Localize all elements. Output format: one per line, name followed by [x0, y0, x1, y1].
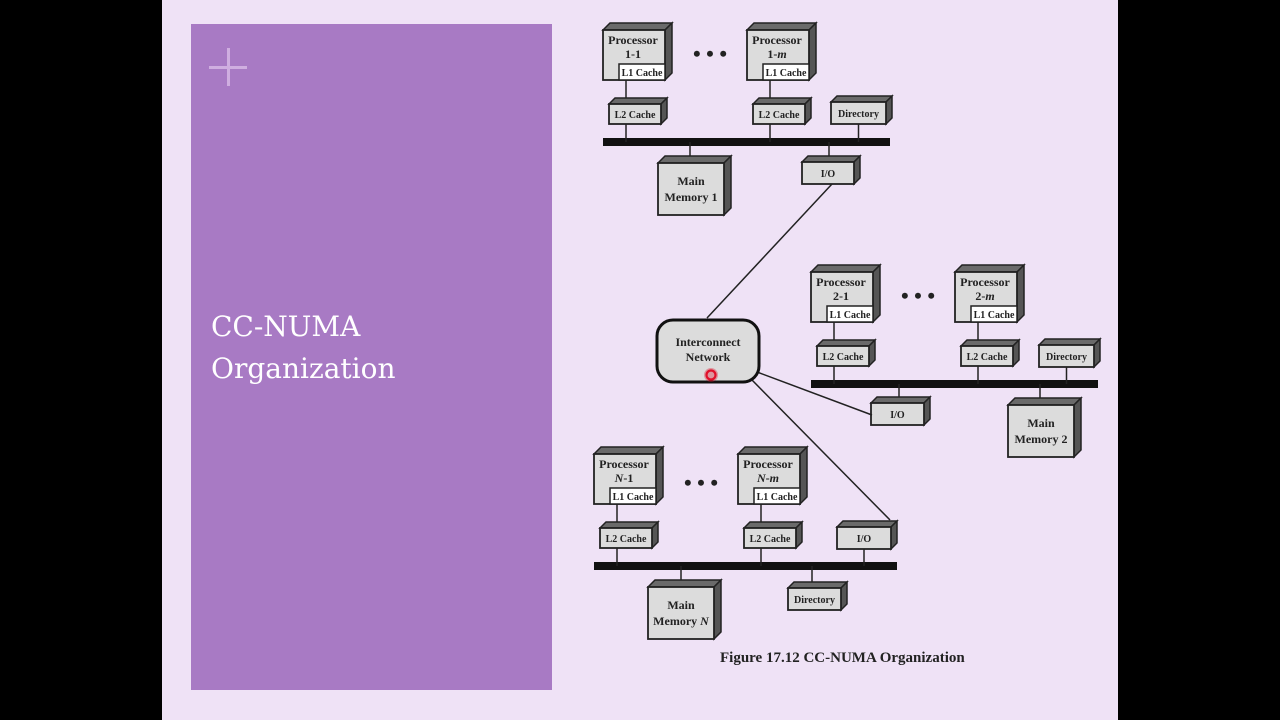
- l1-cache-box: [753, 487, 801, 505]
- l1-cache-box: [970, 305, 1018, 323]
- main-memory-box: [646, 578, 723, 641]
- interconnect-label-1: Interconnect: [675, 335, 740, 349]
- directory-box: [786, 580, 849, 612]
- slide-title: CC-NUMA Organization: [211, 306, 396, 390]
- processor-number: 2-m: [975, 289, 994, 303]
- l1-cache-label: L1 Cache: [830, 310, 871, 321]
- ellipsis: • • •: [684, 470, 718, 495]
- directory-label: Directory: [794, 595, 835, 606]
- interconnect-label-2: Network: [686, 350, 731, 364]
- title-panel: CC-NUMA Organization: [191, 24, 552, 690]
- processor-number: 2-1: [833, 289, 849, 303]
- l2-cache-box: [959, 338, 1021, 368]
- l2-cache-box: [598, 520, 660, 550]
- processor-label: Processor: [599, 457, 649, 471]
- l2-cache-label: L2 Cache: [823, 352, 864, 363]
- system-bus: [594, 562, 897, 570]
- l1-cache-label: L1 Cache: [757, 492, 798, 503]
- ellipsis: • • •: [693, 41, 727, 66]
- l1-cache-label: L1 Cache: [974, 310, 1015, 321]
- io-box: [835, 519, 899, 551]
- directory-label: Directory: [838, 109, 879, 120]
- l1-cache-label: L1 Cache: [613, 492, 654, 503]
- main-memory-number: Memory 2: [1015, 432, 1068, 446]
- processor-label: Processor: [743, 457, 793, 471]
- processor-box: [601, 21, 674, 82]
- main-memory-box: [1006, 396, 1083, 459]
- link-interconnect-node2: [756, 371, 873, 416]
- l2-cache-label: L2 Cache: [967, 352, 1008, 363]
- l1-cache-box: [762, 63, 810, 81]
- processor-number: N-1: [614, 471, 634, 485]
- directory-label: Directory: [1046, 352, 1087, 363]
- l2-cache-label: L2 Cache: [759, 110, 800, 121]
- laser-pointer-cursor: [704, 368, 718, 382]
- l2-cache-label: L2 Cache: [615, 110, 656, 121]
- l2-cache-box: [751, 96, 813, 126]
- processor-number: 1-1: [625, 47, 641, 61]
- main-memory-number: Memory 1: [665, 190, 718, 204]
- l2-cache-label: L2 Cache: [750, 534, 791, 545]
- main-memory-label: Main: [667, 598, 695, 612]
- l1-cache-box: [609, 487, 657, 505]
- processor-label: Processor: [960, 275, 1010, 289]
- l1-cache-box: [826, 305, 874, 323]
- io-box: [869, 395, 932, 427]
- ellipsis: • • •: [901, 283, 935, 308]
- system-bus: [603, 138, 890, 146]
- processor-label: Processor: [816, 275, 866, 289]
- directory-box: [1037, 337, 1102, 369]
- processor-label: Processor: [608, 33, 658, 47]
- slide-title-line-2: Organization: [211, 352, 396, 385]
- io-label: I/O: [857, 534, 872, 545]
- l2-cache-label: L2 Cache: [606, 534, 647, 545]
- l2-cache-box: [742, 520, 804, 550]
- link-interconnect-node1: [706, 183, 833, 319]
- l2-cache-box: [607, 96, 669, 126]
- processor-label: Processor: [752, 33, 802, 47]
- processor-number: N-m: [756, 471, 779, 485]
- io-label: I/O: [890, 410, 905, 421]
- io-box: [800, 154, 862, 186]
- main-memory-label: Main: [1027, 416, 1055, 430]
- processor-number: 1-m: [767, 47, 786, 61]
- main-memory-label: Main: [677, 174, 705, 188]
- system-bus: [811, 380, 1098, 388]
- directory-box: [829, 94, 894, 126]
- l2-cache-box: [815, 338, 877, 368]
- plus-icon: [209, 48, 247, 86]
- figure-caption: Figure 17.12 CC-NUMA Organization: [720, 650, 965, 666]
- l1-cache-box: [618, 63, 666, 81]
- io-label: I/O: [821, 169, 836, 180]
- l1-cache-label: L1 Cache: [622, 68, 663, 79]
- link-interconnect-nodeN: [751, 379, 891, 521]
- main-memory-box: [656, 154, 733, 217]
- l1-cache-label: L1 Cache: [766, 68, 807, 79]
- slide-title-line-1: CC-NUMA: [211, 310, 361, 343]
- main-memory-number: Memory N: [653, 614, 710, 628]
